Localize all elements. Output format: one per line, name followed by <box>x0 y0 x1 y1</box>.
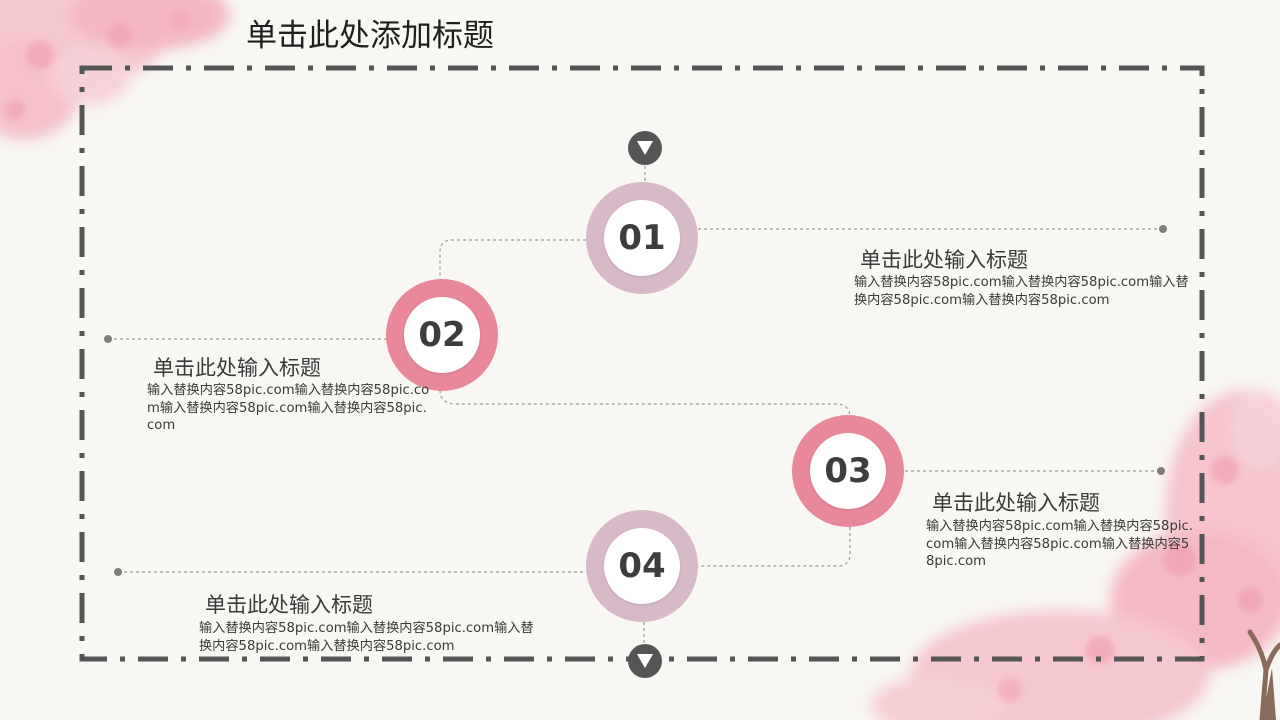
endpoint-dot <box>104 335 112 343</box>
step-circle-04: 04 <box>586 510 698 622</box>
step-01-body[interactable]: 输入替换内容58pic.com输入替换内容58pic.com输入替换内容58pi… <box>854 275 1189 308</box>
step-number: 04 <box>618 546 666 586</box>
step-04-body[interactable]: 输入替换内容58pic.com输入替换内容58pic.com输入替换内容58pi… <box>199 621 534 654</box>
step-circle-inner: 01 <box>604 200 680 276</box>
slide-title[interactable]: 单击此处添加标题 <box>246 18 494 54</box>
step-03-heading[interactable]: 单击此处输入标题 <box>932 491 1100 515</box>
step-circle-inner: 04 <box>604 528 680 604</box>
step-number: 01 <box>618 218 666 258</box>
endpoint-dot <box>1159 225 1167 233</box>
endpoint-dot <box>1157 467 1165 475</box>
step-02-body[interactable]: 输入替换内容58pic.com输入替换内容58pic.com输入替换内容58pi… <box>147 383 430 433</box>
step-circle-02: 02 <box>386 279 498 391</box>
step-number: 02 <box>418 315 466 355</box>
step-circle-inner: 03 <box>810 433 886 509</box>
arrow-down-icon <box>637 141 653 155</box>
arrow-down-icon <box>637 654 653 668</box>
endpoint-dot <box>114 568 122 576</box>
step-number: 03 <box>824 451 872 491</box>
step-04-heading[interactable]: 单击此处输入标题 <box>205 593 373 617</box>
step-01-heading[interactable]: 单击此处输入标题 <box>860 248 1028 272</box>
step-circle-01: 01 <box>586 182 698 294</box>
step-02-heading[interactable]: 单击此处输入标题 <box>153 356 321 380</box>
top-arrow-marker <box>628 131 662 165</box>
step-03-body[interactable]: 输入替换内容58pic.com输入替换内容58pic.com输入替换内容58pi… <box>926 519 1193 569</box>
step-circle-03: 03 <box>792 415 904 527</box>
step-circle-inner: 02 <box>404 297 480 373</box>
bottom-arrow-marker <box>628 644 662 678</box>
